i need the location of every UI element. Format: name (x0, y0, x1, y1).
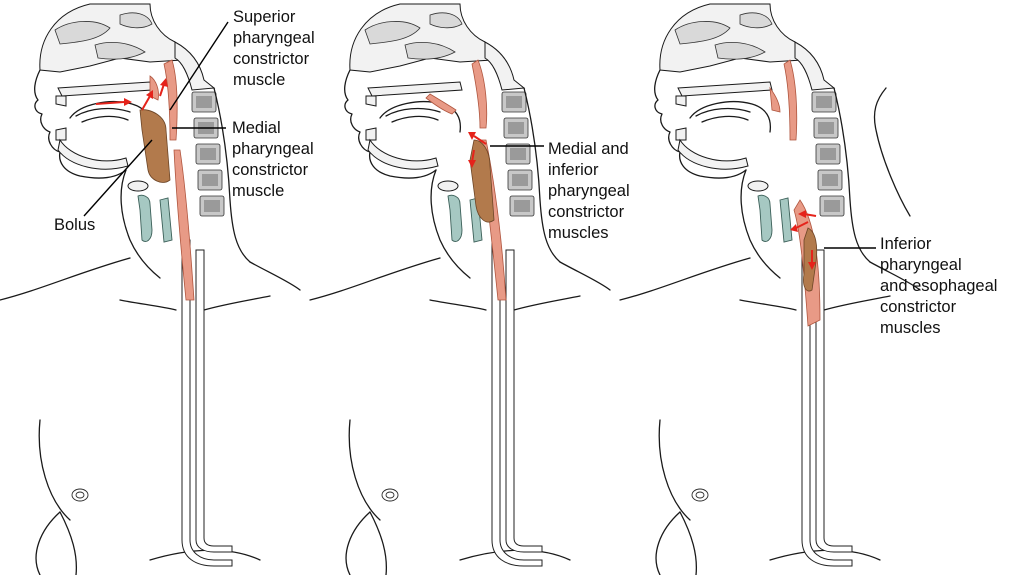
panel-1-bolus (139, 109, 171, 183)
panel-3-arrows (790, 210, 817, 270)
label-medial-pharyngeal-constrictor: Medial pharyngeal constrictor muscle (232, 119, 314, 200)
leader-bolus (83, 139, 153, 217)
panel-3 (619, 3, 921, 575)
label-inferior-esophageal-constrictors: Inferior pharyngeal and esophageal const… (880, 235, 998, 337)
label-superior-pharyngeal-constrictor: Superior pharyngeal constrictor muscle (233, 8, 315, 89)
panel-2 (309, 3, 611, 575)
panel-1-arrows (95, 78, 168, 111)
panel-2-bolus (469, 139, 495, 223)
label-medial-inferior-pharyngeal-constrictors: Medial and inferior pharyngeal constrict… (548, 140, 630, 242)
leader-superior-muscle (169, 21, 229, 111)
panel-2-muscles (425, 59, 507, 301)
panel-1 (0, 3, 301, 575)
panel-3-bolus (803, 227, 818, 292)
panel-2-arrows (468, 132, 487, 168)
label-bolus: Bolus (54, 216, 96, 234)
